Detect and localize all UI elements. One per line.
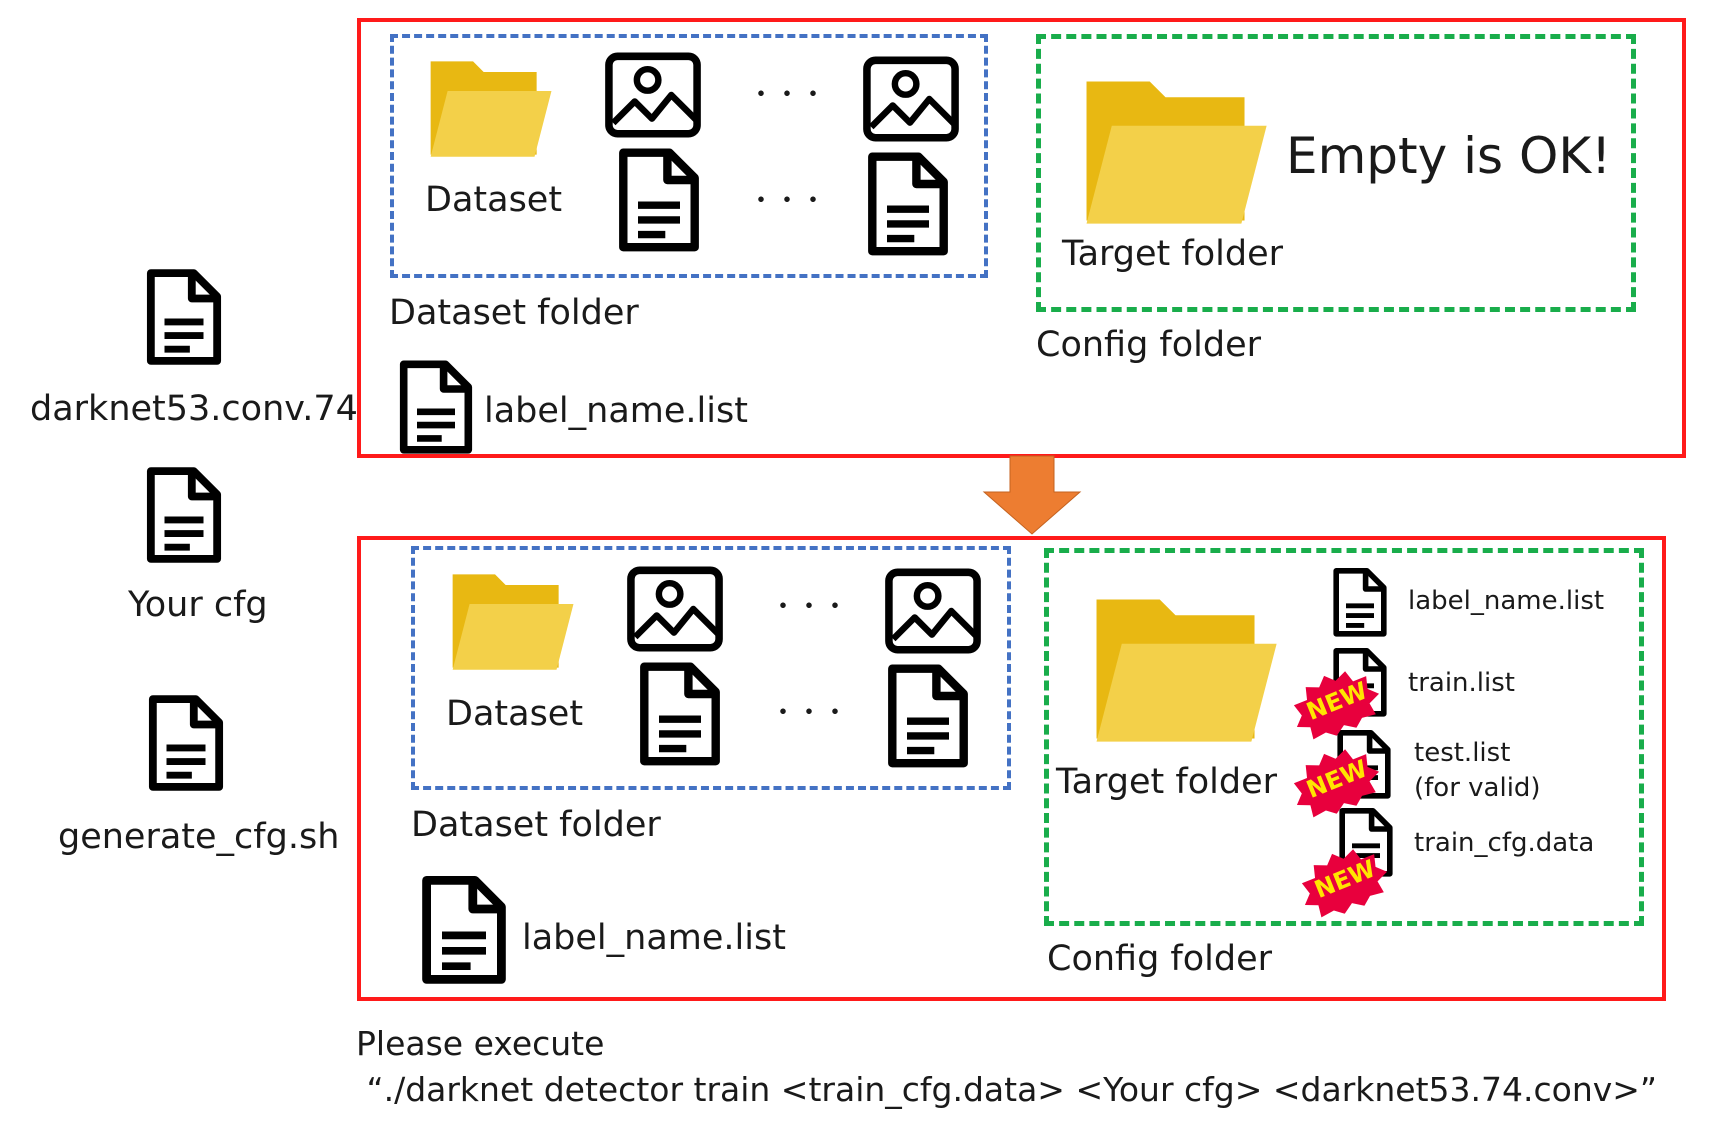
file-train-list: train.list <box>1408 668 1515 698</box>
after-state-box <box>357 536 1666 1001</box>
after-config-folder-label: Config folder <box>1047 939 1273 979</box>
weights-file-label: darknet53.conv.74 <box>30 389 358 429</box>
file-test-list: test.list <box>1414 738 1511 768</box>
ellipsis: ・・・ <box>770 698 849 728</box>
document-icon <box>886 664 970 770</box>
folder-icon <box>1090 590 1280 748</box>
weights-file-icon <box>145 268 223 368</box>
after-dataset-folder-label: Dataset folder <box>411 805 661 845</box>
after-label-list-label: label_name.list <box>522 918 786 958</box>
down-arrow-icon <box>982 455 1082 535</box>
file-label-name-list: label_name.list <box>1408 586 1605 616</box>
empty-note: Empty is OK! <box>1286 127 1612 185</box>
after-dataset-folder-box <box>411 546 1011 790</box>
before-dataset-folder-label: Dataset folder <box>389 293 639 333</box>
folder-icon <box>425 55 555 161</box>
before-dataset-label: Dataset <box>425 180 563 220</box>
script-file-label: generate_cfg.sh <box>58 817 340 857</box>
after-target-folder-label: Target folder <box>1056 762 1278 802</box>
folder-icon <box>1080 72 1270 230</box>
label-list-icon <box>420 876 508 986</box>
script-file-icon <box>147 694 225 794</box>
label-list-icon <box>398 360 474 456</box>
ellipsis: ・・・ <box>770 592 849 622</box>
instruction-line-1: Please execute <box>356 1024 605 1063</box>
document-icon <box>617 148 701 254</box>
before-target-folder-label: Target folder <box>1062 234 1284 274</box>
after-config-folder-box <box>1044 548 1644 926</box>
before-dataset-folder-box <box>390 34 988 278</box>
before-label-list-label: label_name.list <box>484 391 748 431</box>
file-test-list-note: (for valid) <box>1414 773 1541 803</box>
document-icon <box>1332 568 1388 638</box>
image-icon <box>604 52 702 138</box>
image-icon <box>884 568 982 654</box>
document-icon <box>866 152 950 258</box>
cfg-file-label: Your cfg <box>128 585 268 625</box>
after-dataset-label: Dataset <box>446 694 584 734</box>
file-train-cfg-data: train_cfg.data <box>1414 828 1595 858</box>
document-icon <box>638 662 722 768</box>
instruction-command: “./darknet detector train <train_cfg.dat… <box>356 1070 1658 1109</box>
before-config-folder-box <box>1036 34 1636 312</box>
before-config-folder-label: Config folder <box>1036 325 1262 365</box>
image-icon <box>626 566 724 652</box>
ellipsis: ・・・ <box>748 186 827 216</box>
folder-icon <box>447 568 577 674</box>
image-icon <box>862 56 960 142</box>
cfg-file-icon <box>145 466 223 566</box>
ellipsis: ・・・ <box>748 80 827 110</box>
